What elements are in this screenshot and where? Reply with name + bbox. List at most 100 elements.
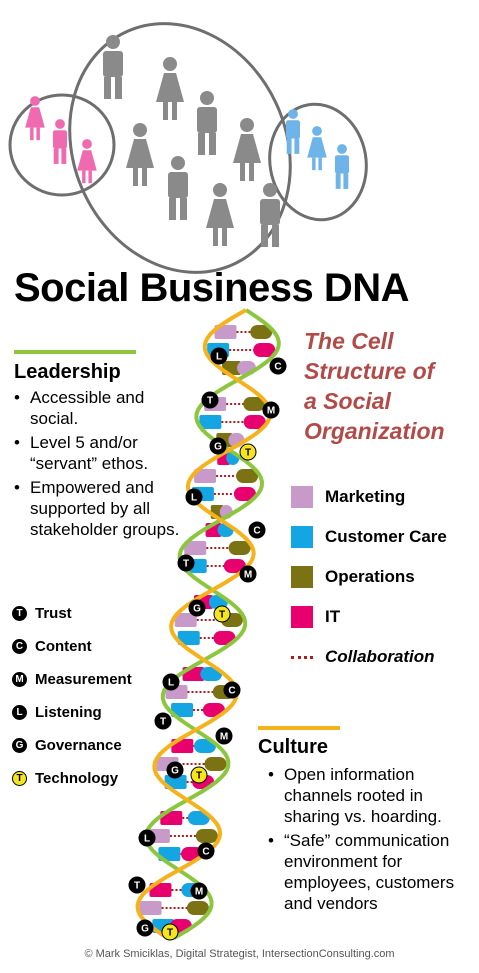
svg-text:M: M bbox=[220, 732, 228, 743]
svg-text:M: M bbox=[267, 406, 275, 417]
person-icon bbox=[286, 109, 300, 154]
key-label: Trust bbox=[35, 604, 72, 622]
function-block bbox=[174, 613, 197, 627]
person-icon bbox=[233, 118, 261, 181]
technology-badge-icon: T bbox=[12, 770, 27, 786]
blue-group-cell bbox=[268, 102, 368, 222]
person-icon bbox=[206, 183, 234, 246]
legend-label: Collaboration bbox=[325, 647, 435, 666]
factor-badge-icon: C bbox=[223, 681, 241, 699]
factor-badge-icon: T bbox=[128, 876, 146, 894]
subtitle-line: The Cell bbox=[304, 328, 394, 354]
operations-swatch bbox=[291, 566, 313, 588]
function-block bbox=[228, 541, 251, 555]
subtitle-line: Organization bbox=[304, 418, 445, 444]
legend-label: IT bbox=[325, 607, 341, 626]
person-icon bbox=[260, 183, 280, 247]
function-block bbox=[171, 703, 194, 717]
person-icon bbox=[77, 139, 97, 184]
function-block bbox=[195, 829, 218, 843]
factor-badge-icon: T bbox=[161, 923, 179, 941]
svg-text:T: T bbox=[219, 610, 225, 621]
factor-badge-icon: M bbox=[190, 882, 208, 900]
function-block bbox=[250, 325, 273, 339]
factor-badge-icon: M bbox=[262, 401, 280, 419]
factor-badge-icon: G bbox=[209, 437, 227, 455]
legend-item-customer-care: Customer Care bbox=[291, 526, 447, 548]
function-block bbox=[243, 397, 266, 411]
function-block bbox=[223, 559, 246, 573]
person-icon bbox=[197, 91, 217, 155]
factor-badge-icon: M bbox=[239, 565, 257, 583]
key-item-listening: L Listening bbox=[12, 702, 132, 722]
svg-text:C: C bbox=[228, 686, 235, 697]
subtitle: The Cell Structure of a Social Organizat… bbox=[304, 326, 474, 446]
culture-heading: Culture bbox=[258, 736, 328, 758]
factor-badge-icon: L bbox=[162, 673, 180, 691]
governance-badge-icon: G bbox=[12, 737, 27, 753]
person-icon bbox=[126, 123, 154, 186]
function-block bbox=[214, 325, 237, 339]
leadership-heading: Leadership bbox=[14, 361, 121, 383]
it-swatch bbox=[291, 606, 313, 628]
subtitle-line: Structure of bbox=[304, 358, 435, 384]
factor-badge-icon: T bbox=[190, 766, 208, 784]
svg-text:L: L bbox=[191, 493, 197, 504]
leadership-bar bbox=[14, 350, 136, 354]
function-block bbox=[194, 469, 217, 483]
svg-text:L: L bbox=[168, 678, 174, 689]
factor-badge-icon: T bbox=[201, 391, 219, 409]
measurement-badge-icon: M bbox=[12, 671, 27, 687]
factor-badge-icon: T bbox=[177, 554, 195, 572]
svg-text:T: T bbox=[183, 559, 189, 570]
legend-item-collaboration: Collaboration bbox=[291, 646, 447, 668]
list-item: Accessible and social. bbox=[8, 387, 188, 429]
svg-text:T: T bbox=[160, 717, 166, 728]
list-item: “Safe” communication environment for emp… bbox=[262, 830, 472, 914]
svg-text:T: T bbox=[245, 448, 251, 459]
function-block bbox=[233, 487, 256, 501]
person-icon bbox=[335, 144, 349, 189]
function-block bbox=[253, 343, 276, 357]
key-item-content: C Content bbox=[12, 636, 132, 656]
key-label: Content bbox=[35, 637, 92, 655]
svg-text:C: C bbox=[253, 526, 260, 537]
function-block bbox=[199, 415, 222, 429]
svg-text:G: G bbox=[193, 604, 201, 615]
key-item-technology: T Technology bbox=[12, 768, 132, 788]
function-block bbox=[139, 901, 162, 915]
key-item-trust: T Trust bbox=[12, 603, 132, 623]
factor-badge-icon: L bbox=[210, 347, 228, 365]
employee-group-cell bbox=[68, 22, 292, 274]
person-icon bbox=[53, 119, 67, 164]
key-label: Measurement bbox=[35, 670, 132, 688]
marketing-swatch bbox=[291, 486, 313, 508]
factor-badge-icon: C bbox=[248, 521, 266, 539]
function-block bbox=[186, 901, 209, 915]
legend-item-operations: Operations bbox=[291, 566, 447, 588]
factor-badge-icon: C bbox=[197, 842, 215, 860]
key-item-measurement: M Measurement bbox=[12, 669, 132, 689]
function-block bbox=[184, 541, 207, 555]
person-icon bbox=[156, 57, 184, 120]
function-block bbox=[177, 631, 200, 645]
customer-care-swatch bbox=[291, 526, 313, 548]
legend-label: Operations bbox=[325, 567, 415, 586]
factor-badge-icon: C bbox=[269, 357, 287, 375]
svg-text:L: L bbox=[144, 834, 150, 845]
culture-list: Open information channels rooted in shar… bbox=[262, 764, 472, 917]
legend-item-marketing: Marketing bbox=[291, 486, 447, 508]
legend: Marketing Customer Care Operations IT Co… bbox=[291, 486, 447, 668]
subtitle-line: a Social bbox=[304, 388, 391, 414]
listening-badge-icon: L bbox=[12, 704, 27, 720]
factor-badge-icon: G bbox=[166, 761, 184, 779]
key: T Trust C Content M Measurement L Listen… bbox=[12, 603, 132, 788]
list-item: Level 5 and/or “servant” ethos. bbox=[8, 432, 188, 474]
svg-text:M: M bbox=[244, 570, 252, 581]
legend-label: Customer Care bbox=[325, 527, 447, 546]
page-title: Social Business DNA bbox=[14, 266, 410, 310]
svg-text:T: T bbox=[134, 881, 140, 892]
copyright-footer: © Mark Smiciklas, Digital Strategist, In… bbox=[84, 948, 395, 960]
person-icon bbox=[307, 126, 327, 171]
